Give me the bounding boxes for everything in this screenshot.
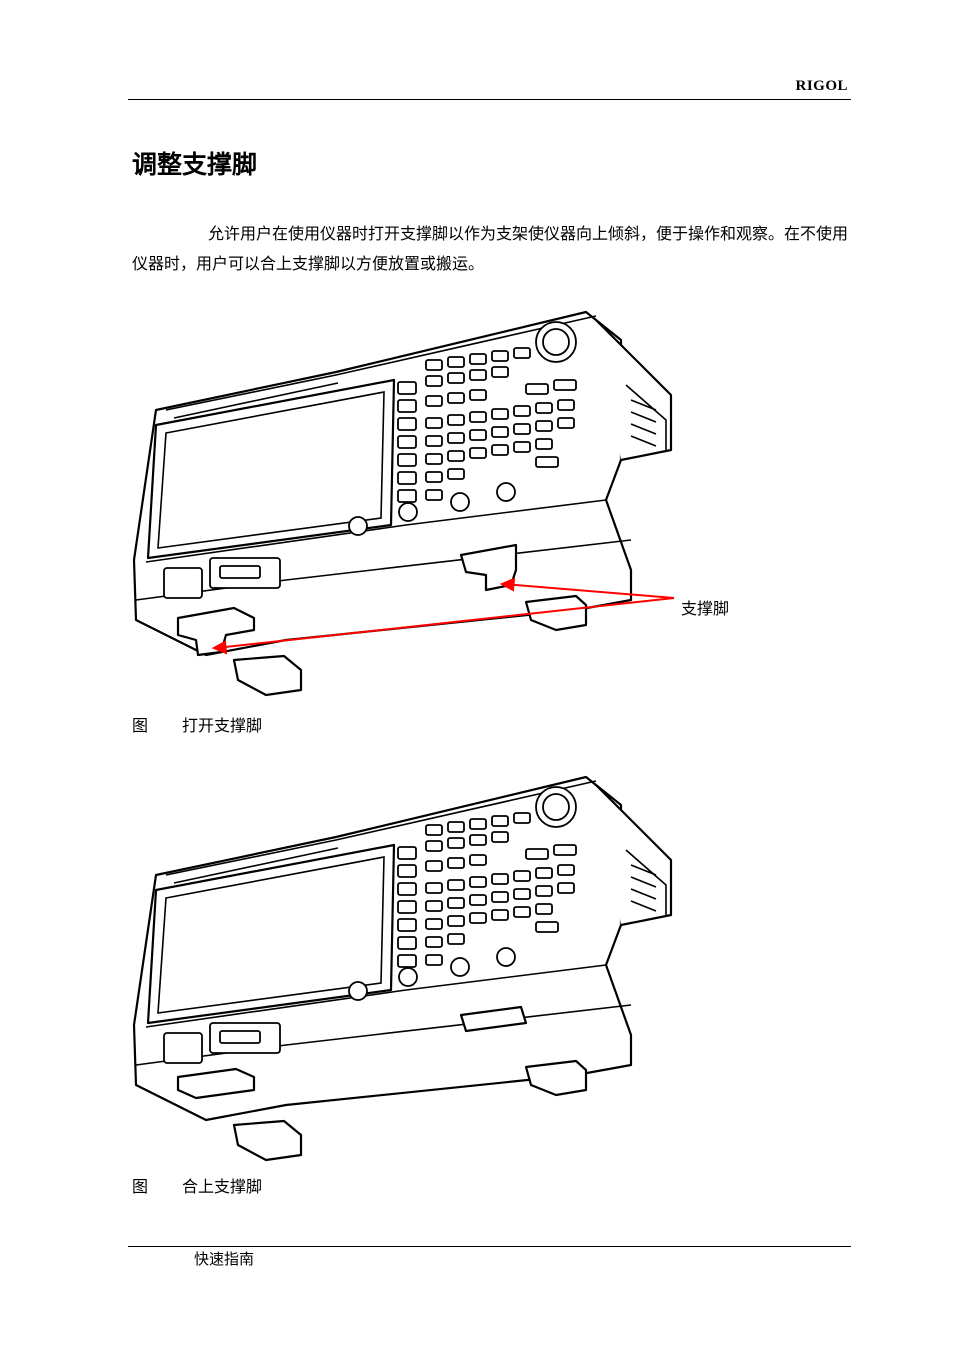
figure-1-prefix: 图 bbox=[132, 716, 149, 735]
footer-rule bbox=[128, 1246, 851, 1247]
header-rule bbox=[128, 99, 851, 100]
section-title: 调整支撑脚 bbox=[132, 150, 258, 179]
support-feet-callout-label: 支撑脚 bbox=[681, 599, 730, 618]
body-paragraph: 允许用户在使用仪器时打开支撑脚以作为支架使仪器向上倾斜，便于操作和观察。在不使用… bbox=[132, 219, 850, 279]
figure-1-caption: 图 打开支撑脚 bbox=[132, 712, 262, 736]
brand-logo-text: RIGOL bbox=[795, 78, 848, 94]
body-text: 允许用户在使用仪器时打开支撑脚以作为支架使仪器向上倾斜，便于操作和观察。在不使用… bbox=[132, 224, 849, 273]
figure-2-caption-text: 合上支撑脚 bbox=[182, 1177, 263, 1196]
figure-2-caption: 图 合上支撑脚 bbox=[132, 1173, 262, 1197]
figure-1-caption-text: 打开支撑脚 bbox=[182, 716, 263, 735]
figure-2-prefix: 图 bbox=[132, 1177, 149, 1196]
footer-guide-title: 快速指南 bbox=[194, 1250, 255, 1268]
instrument-feet-open-figure bbox=[132, 310, 675, 697]
instrument-feet-closed-figure bbox=[132, 775, 673, 1162]
